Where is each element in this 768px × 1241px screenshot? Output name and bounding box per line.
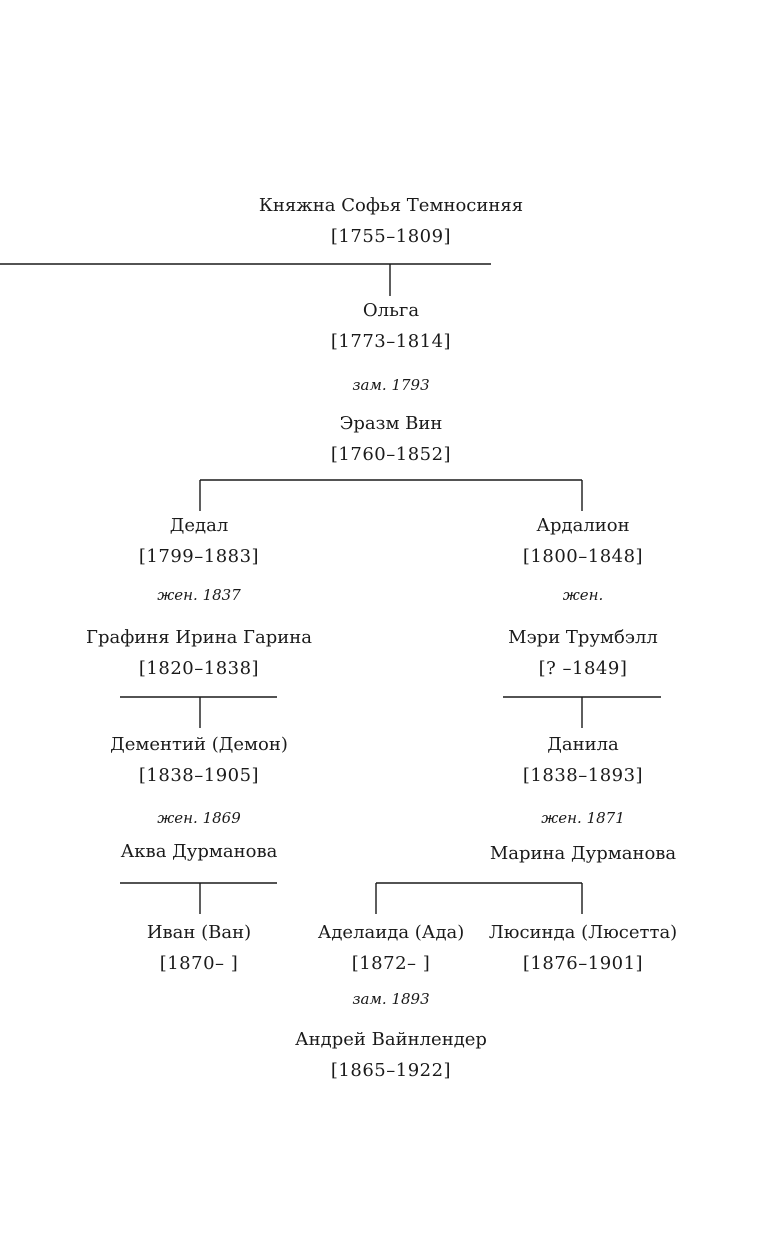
danila-marriage: жен. 1871	[541, 809, 625, 827]
aqua-name: Аква Дурманова	[120, 841, 278, 862]
mary-name: Мэри Трумбэлл	[508, 627, 658, 648]
dementiy-marriage: жен. 1869	[157, 809, 241, 827]
erazm-dates: [1760–1852]	[330, 444, 452, 465]
andrey-name: Андрей Вайнлендер	[295, 1029, 487, 1050]
dedal-dates: [1799–1883]	[138, 546, 260, 567]
dedal-marriage: жен. 1837	[157, 586, 241, 604]
lucinda-name: Люсинда (Люсетта)	[488, 922, 678, 943]
sofia-dates: [1755–1809]	[330, 226, 452, 247]
danila-dates: [1838–1893]	[522, 765, 644, 786]
olga-dates: [1773–1814]	[330, 331, 452, 352]
andrey-dates: [1865–1922]	[330, 1060, 452, 1081]
lucinda-dates: [1876–1901]	[522, 953, 644, 974]
dedal-name: Дедал	[169, 515, 229, 536]
ada-name: Аделаида (Ада)	[317, 922, 465, 943]
dementiy-dates: [1838–1905]	[138, 765, 260, 786]
mary-dates: [? –1849]	[538, 658, 628, 679]
erazm-name: Эразм Вин	[339, 413, 443, 434]
irina-name: Графиня Ирина Гарина	[86, 627, 312, 648]
ardalion-marriage: жен.	[562, 586, 604, 604]
irina-dates: [1820–1838]	[138, 658, 260, 679]
sofia-name: Княжна Софья Темносиняя	[258, 195, 524, 216]
ivan-dates: [1870– ]	[159, 953, 239, 974]
ada-dates: [1872– ]	[351, 953, 431, 974]
dementiy-name: Дементий (Демон)	[110, 734, 288, 755]
ivan-name: Иван (Ван)	[146, 922, 252, 943]
danila-name: Данила	[547, 734, 619, 755]
ardalion-name: Ардалион	[536, 515, 630, 536]
olga-name: Ольга	[362, 300, 420, 321]
ada-marriage: зам. 1893	[352, 990, 430, 1008]
olga-marriage: зам. 1793	[352, 376, 430, 394]
ardalion-dates: [1800–1848]	[522, 546, 644, 567]
marina-name: Марина Дурманова	[489, 843, 677, 864]
